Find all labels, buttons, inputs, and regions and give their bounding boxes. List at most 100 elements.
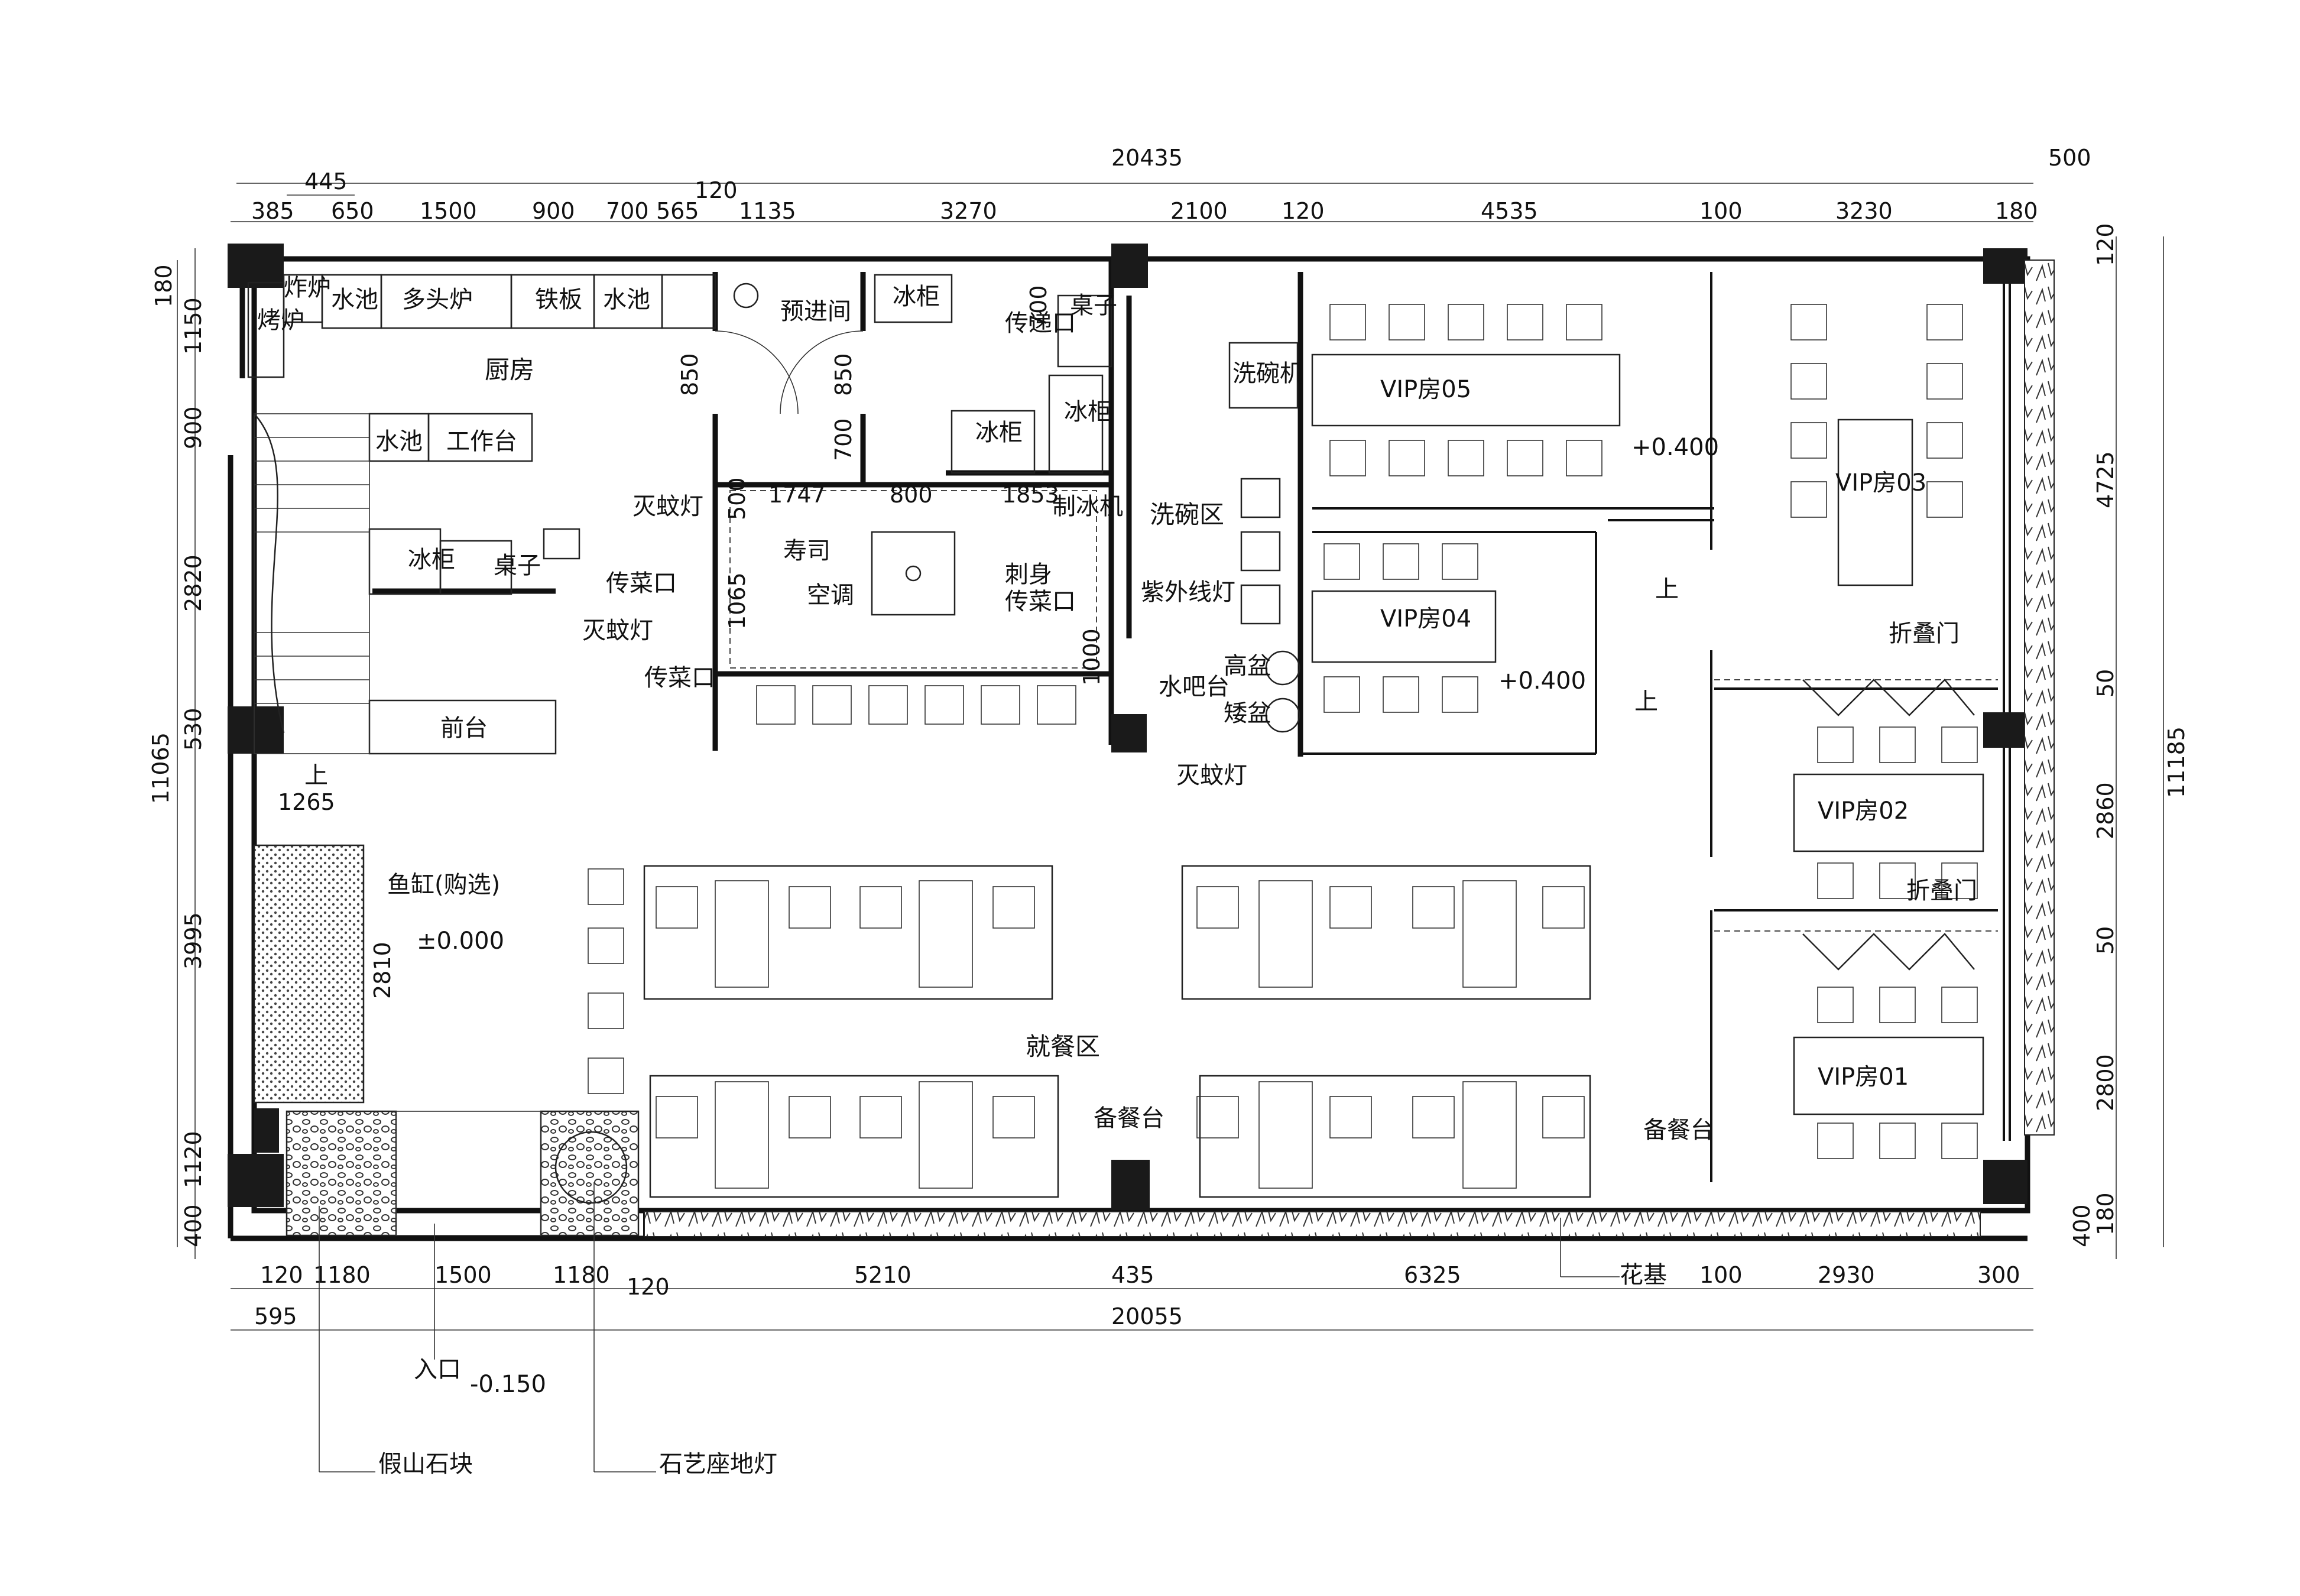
dining-booths <box>588 865 1591 1198</box>
vip-chair <box>1442 676 1478 713</box>
dining-chair <box>1196 886 1239 929</box>
dim-bottom-10: 300 <box>1977 1262 2020 1288</box>
vip-chair <box>1329 440 1366 476</box>
dim-inner-4: 1747 <box>768 482 826 508</box>
dim-bottom-4: 120 <box>627 1274 670 1300</box>
dim-top-11: 100 <box>1699 198 1743 224</box>
label-pass-window-top: 传递口 <box>1005 310 1076 337</box>
dining-chair <box>859 1096 902 1138</box>
dim-inner-9: 1000 <box>1079 628 1105 686</box>
kitchen-fixtures <box>247 274 1112 755</box>
dining-table <box>1462 880 1517 988</box>
label-workbench: 工作台 <box>446 428 517 455</box>
dim-bottom-5: 5210 <box>854 1262 911 1288</box>
label-multi-stove: 多头炉 <box>402 286 473 313</box>
label-serve-window2: 传菜口 <box>644 664 715 692</box>
dim-bottom-1: 1180 <box>313 1262 371 1288</box>
label-folding-door2: 折叠门 <box>1906 877 1977 904</box>
label-folding-door1: 折叠门 <box>1889 620 1960 647</box>
label-aircon: 空调 <box>807 582 854 609</box>
label-serve-window1: 传菜口 <box>606 570 677 597</box>
label-entrance: 入口 <box>414 1356 461 1383</box>
dining-table <box>1258 880 1313 988</box>
dining-table <box>715 880 769 988</box>
dim-left-2: 900 <box>180 406 206 449</box>
label-dining: 就餐区 <box>1026 1032 1100 1061</box>
label-fridge-top: 冰柜 <box>893 283 940 310</box>
vip-chair <box>1389 304 1425 340</box>
label-ice-machine: 制冰机 <box>1052 493 1123 520</box>
dim-top-small2: 120 <box>695 177 738 203</box>
dim-inner-1: 850 <box>831 353 857 396</box>
dining-chair <box>789 886 831 929</box>
dim-top-0: 385 <box>251 198 294 224</box>
dining-table <box>1462 1081 1517 1189</box>
vip-chair <box>1926 422 1963 459</box>
dim-texts: 20435 500 445 120 385 650 1500 900 700 5… <box>148 145 2189 1329</box>
dim-right-4: 50 <box>2093 926 2119 955</box>
dim-left-0: 180 <box>151 264 177 307</box>
dining-chair <box>992 1096 1035 1138</box>
entrance-steps <box>395 1111 541 1236</box>
vip-chair <box>1790 304 1827 340</box>
label-level-zero: ±0.000 <box>417 927 504 955</box>
dim-bottom-7: 6325 <box>1404 1262 1461 1288</box>
dim-right-5: 2800 <box>2093 1054 2119 1111</box>
label-vip01: VIP房01 <box>1818 1063 1909 1091</box>
label-high-basin: 高盆 <box>1224 653 1271 680</box>
dim-top-3: 900 <box>532 198 575 224</box>
label-fridge-mid2: 冰柜 <box>1064 398 1111 426</box>
vip-chair <box>1879 1123 1916 1159</box>
vip-chair <box>1323 543 1360 580</box>
dim-left-6: 1120 <box>180 1131 206 1188</box>
label-up1: 上 <box>304 762 328 789</box>
dim-top-7: 3270 <box>940 198 997 224</box>
label-fryer: 炸炉 <box>284 274 331 301</box>
label-rockery: 假山石块 <box>378 1451 473 1478</box>
vip-chair <box>1817 987 1854 1023</box>
dim-bottom-small: 595 <box>254 1303 297 1329</box>
dim-right-7: 400 <box>2069 1204 2095 1247</box>
dim-bottom-8: 100 <box>1699 1262 1743 1288</box>
label-pre-entry: 预进间 <box>780 298 851 325</box>
dim-left-5: 3995 <box>180 912 206 969</box>
vip-chair <box>1926 363 1963 400</box>
label-sashimi-window: 刺身传菜口 <box>1005 561 1076 615</box>
label-fridge-mid1: 冰柜 <box>975 419 1023 446</box>
vip-chair <box>1817 1123 1854 1159</box>
bar-stools <box>756 685 1076 725</box>
rockery-bed <box>286 1110 397 1237</box>
label-prep-table2: 备餐台 <box>1643 1117 1714 1144</box>
vip-chair <box>1941 726 1978 763</box>
dim-left-7: 400 <box>180 1204 206 1247</box>
label-fish-tank: 鱼缸(购选) <box>387 871 500 898</box>
dim-top-8: 2100 <box>1170 198 1228 224</box>
dim-left-1: 1150 <box>180 297 206 355</box>
label-uv-lamp: 紫外线灯 <box>1141 579 1235 606</box>
vip-chair <box>1507 304 1543 340</box>
dining-table <box>919 1081 973 1189</box>
dim-top-5: 565 <box>656 198 699 224</box>
label-fridge-left: 冰柜 <box>408 546 455 573</box>
vip-chair <box>1442 543 1478 580</box>
dim-right-3: 2860 <box>2093 782 2119 839</box>
dim-bottom-9: 2930 <box>1818 1262 1875 1288</box>
dim-top-overall: 20435 <box>1111 145 1183 171</box>
dishwash-fixtures <box>1228 342 1300 733</box>
dim-right-overall: 11185 <box>2163 726 2189 798</box>
vip-chair <box>1941 862 1978 899</box>
dim-inner-3: 700 <box>1026 285 1052 328</box>
dim-top-right-extra: 500 <box>2048 145 2091 171</box>
label-sink3: 水池 <box>375 428 423 455</box>
label-vip05: VIP房05 <box>1380 376 1471 403</box>
room-labels: 厨房 洗碗区 就餐区 VIP房05 VIP房04 VIP房03 VIP房02 V… <box>485 355 1926 1091</box>
dim-inner-8: 1065 <box>724 572 750 630</box>
vip-chair <box>1323 676 1360 713</box>
vip-chair <box>1926 304 1963 340</box>
vip-chair <box>1941 1123 1978 1159</box>
label-table-left: 桌子 <box>494 552 541 579</box>
dim-top-13: 180 <box>1995 198 2038 224</box>
dining-chair <box>656 886 698 929</box>
structural-columns <box>228 244 2027 1210</box>
dim-inner-0: 850 <box>677 353 703 396</box>
